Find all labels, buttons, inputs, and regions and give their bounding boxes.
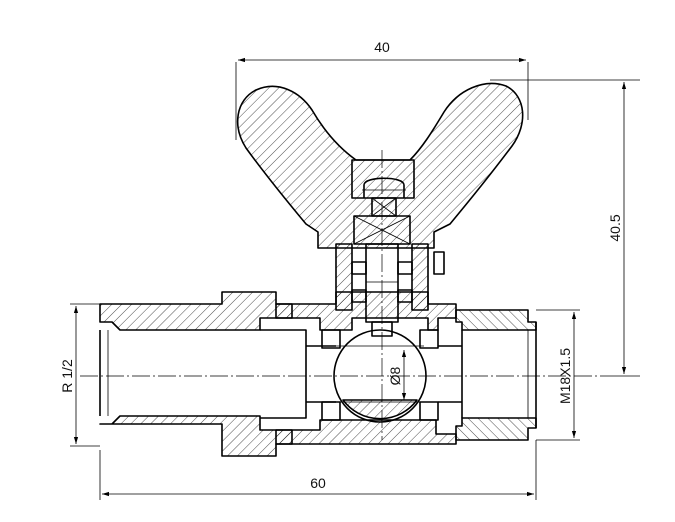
dimension-height-40-5: 40.5 bbox=[490, 79, 640, 377]
dim-label-m18: M18X1.5 bbox=[557, 348, 573, 404]
dim-label-r-half: R 1/2 bbox=[59, 359, 75, 393]
dimension-outlet-thread: M18X1.5 bbox=[536, 309, 580, 441]
dim-label-bore: Ø8 bbox=[387, 366, 403, 385]
dimension-ball-bore: Ø8 bbox=[387, 350, 407, 400]
ball bbox=[333, 329, 427, 423]
dimension-length-60: 60 bbox=[99, 440, 537, 500]
dim-label-40-5: 40.5 bbox=[607, 214, 623, 241]
dim-label-60: 60 bbox=[310, 475, 326, 491]
dimension-pipe-thread: R 1/2 bbox=[59, 303, 100, 447]
dimension-width-40: 40 bbox=[235, 39, 529, 140]
wing-handle bbox=[237, 82, 524, 249]
valve-body bbox=[99, 291, 537, 457]
center-lines bbox=[80, 150, 600, 440]
dim-label-40: 40 bbox=[374, 39, 390, 55]
